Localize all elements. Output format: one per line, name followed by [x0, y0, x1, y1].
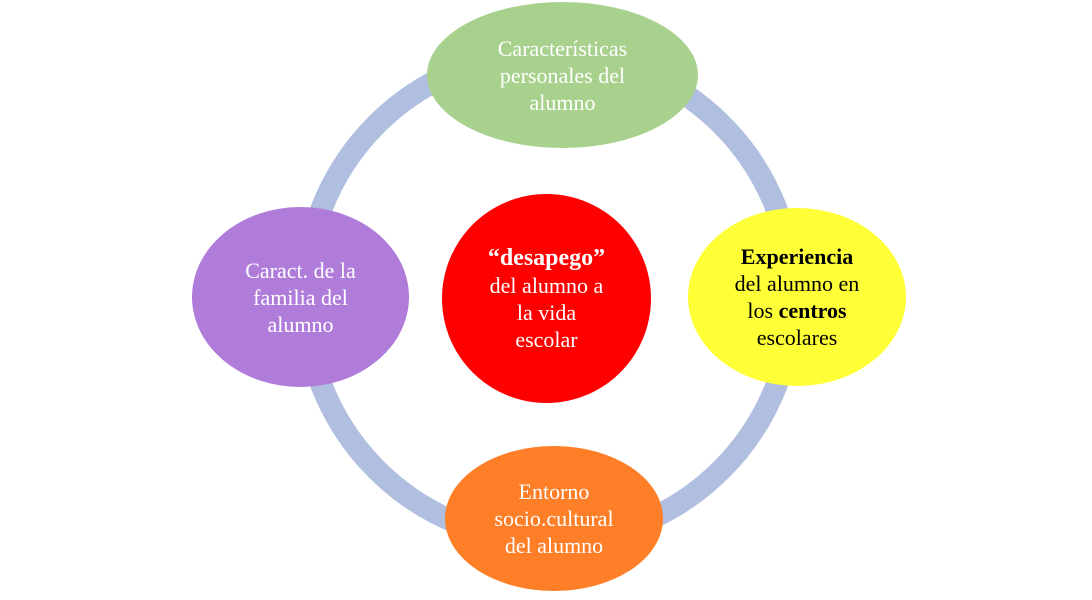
node-center-title: “desapego”	[487, 244, 606, 271]
node-center-detachment: “desapego” del alumno a la vida escolar	[442, 194, 651, 403]
node-family-line-3: alumno	[267, 311, 334, 337]
node-experience-bold-2: centros	[778, 298, 847, 323]
node-experience-line-3: los centros	[747, 297, 846, 324]
node-experience-line-2: del alumno en	[734, 271, 860, 296]
node-family-line-1: Caract. de la	[245, 257, 356, 283]
node-environment-line-2: socio.cultural	[494, 506, 614, 531]
node-experience-line-3-pre: los	[747, 298, 779, 323]
node-personal-line-2: personales del	[499, 62, 626, 88]
node-experience-line-4: escolares	[756, 325, 838, 350]
node-family-characteristics: Caract. de la familia del alumno	[192, 207, 409, 387]
node-environment-line-3: del alumno	[504, 533, 604, 558]
node-center-line-2: la vida	[516, 299, 577, 325]
node-center-line-3: escolar	[515, 326, 578, 352]
node-experience-line-1: Experiencia	[741, 243, 853, 270]
node-school-experience: Experiencia del alumno en los centros es…	[688, 208, 906, 386]
node-family-line-2: familia del	[253, 284, 348, 310]
node-experience-bold-1: Experiencia	[740, 244, 854, 269]
node-personal-characteristics: Características personales del alumno	[427, 2, 698, 148]
node-sociocultural-environment: Entorno socio.cultural del alumno	[445, 446, 663, 591]
node-personal-line-3: alumno	[529, 89, 596, 115]
node-center-line-1: del alumno a	[489, 272, 604, 298]
node-environment-line-1: Entorno	[518, 479, 590, 504]
node-personal-line-1: Características	[497, 35, 628, 61]
